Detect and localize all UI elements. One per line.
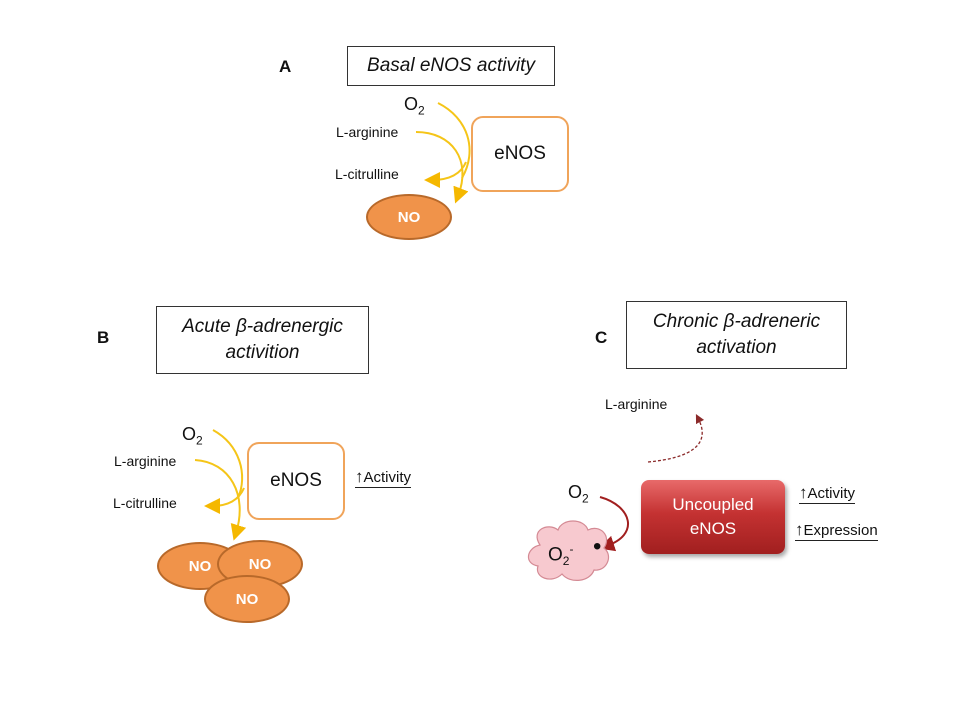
panel-a-letter: A [279, 57, 292, 76]
panel-b-activity-label: Activity [363, 469, 412, 486]
panel-c-arginine-label: L-arginine [605, 396, 668, 412]
panel-c-enzyme-line1: Uncoupled [672, 495, 754, 514]
panel-c-expression-underlined: ↑Expression [795, 520, 878, 541]
panel-a-o2-label: O2 [404, 94, 425, 118]
panel-a-enos-label: eNOS [494, 143, 546, 164]
panel-a-citrulline-arrow [424, 161, 467, 188]
panel-c-title-line1: Chronic β-adreneric [652, 311, 821, 332]
panel-a-arginine-label: L-arginine [336, 124, 399, 140]
panel-c-o2-to-superoxide-arrow [598, 496, 629, 552]
panel-c-arrows [598, 413, 705, 552]
up-arrow-icon: ↑ [799, 483, 808, 502]
panel-a-reaction-arrows [415, 102, 471, 204]
panel-c-expression-label: Expression [803, 522, 878, 539]
panel-c-activity-label: Activity [807, 485, 856, 502]
panel-a-no-label: NO [397, 208, 421, 226]
panel-a-arginine-to-no-arrow [415, 131, 469, 204]
panel-c-letter: C [595, 328, 608, 347]
panel-b-no-label-3: NO [235, 590, 259, 608]
panel-b-o2-text: O [182, 424, 197, 444]
panel-c-o2-text: O [568, 482, 583, 502]
panel-b-title-line2: activition [225, 342, 300, 363]
panel-c-activity-indicator: ↑Activity [799, 483, 856, 504]
panel-b-activity-underlined: ↑Activity [355, 467, 412, 488]
panel-a-o2-curve [437, 102, 471, 179]
panel-a-title: Basal eNOS activity [367, 55, 535, 76]
panel-b-o2-label: O2 [182, 424, 203, 448]
up-arrow-icon: ↑ [355, 467, 364, 486]
panel-c-superoxide-sup: - [569, 542, 574, 556]
panel-b-o2-sub: 2 [196, 433, 203, 448]
panel-a-citrulline-label: L-citrulline [335, 166, 399, 182]
panel-c-title-box: Chronic β-adreneric activation [626, 301, 847, 369]
panel-c-superoxide-text: O [548, 544, 563, 566]
panel-b-arginine-to-no-arrow [194, 459, 247, 541]
panel-b-activity-indicator: ↑Activity [355, 467, 412, 488]
panel-b-citrulline-arrow [204, 487, 245, 514]
panel-b-title-line1: Acute β-adrenergic [182, 316, 343, 337]
panel-a-enos-box: eNOS [471, 116, 569, 192]
panel-c-enzyme-line2: eNOS [689, 519, 737, 538]
panel-b-no-label-2: NO [248, 555, 272, 573]
panel-c-o2-label: O2 [568, 482, 589, 506]
panel-c-title-line2: activation [696, 337, 777, 358]
panel-b-o2-curve [212, 429, 244, 499]
panel-b-no-label-1: NO [188, 557, 212, 575]
panel-a-o2-sub: 2 [418, 103, 425, 118]
panel-a-title-box: Basal eNOS activity [347, 46, 555, 86]
panel-a-o2-text: O [404, 94, 419, 114]
panel-c-radical-dot: • [593, 533, 602, 560]
panel-c-superoxide-label: O2- [548, 542, 573, 568]
panel-c-o2-sub: 2 [582, 491, 589, 506]
up-arrow-icon: ↑ [795, 520, 804, 539]
panel-c-superoxide-sub: 2 [562, 554, 570, 569]
panel-c-uncoupled-enos-box: Uncoupled eNOS [641, 480, 785, 554]
panel-b-title-box: Acute β-adrenergic activition [156, 306, 369, 374]
panel-a-no-ellipse: NO [366, 194, 452, 240]
panel-b-arginine-label: L-arginine [114, 453, 177, 469]
panel-b-citrulline-label: L-citrulline [113, 495, 177, 511]
panel-c-arginine-dashed-arrow [647, 413, 705, 463]
panel-b-enos-box: eNOS [247, 442, 345, 520]
panel-b-reaction-arrows [194, 429, 247, 541]
panel-c-activity-underlined: ↑Activity [799, 483, 856, 504]
superoxide-cloud [527, 520, 609, 581]
panel-b-letter: B [97, 328, 110, 347]
panel-c-expression-indicator: ↑Expression [795, 520, 878, 541]
panel-b-no-ellipse-3: NO [204, 575, 290, 623]
panel-b-enos-label: eNOS [270, 470, 322, 491]
